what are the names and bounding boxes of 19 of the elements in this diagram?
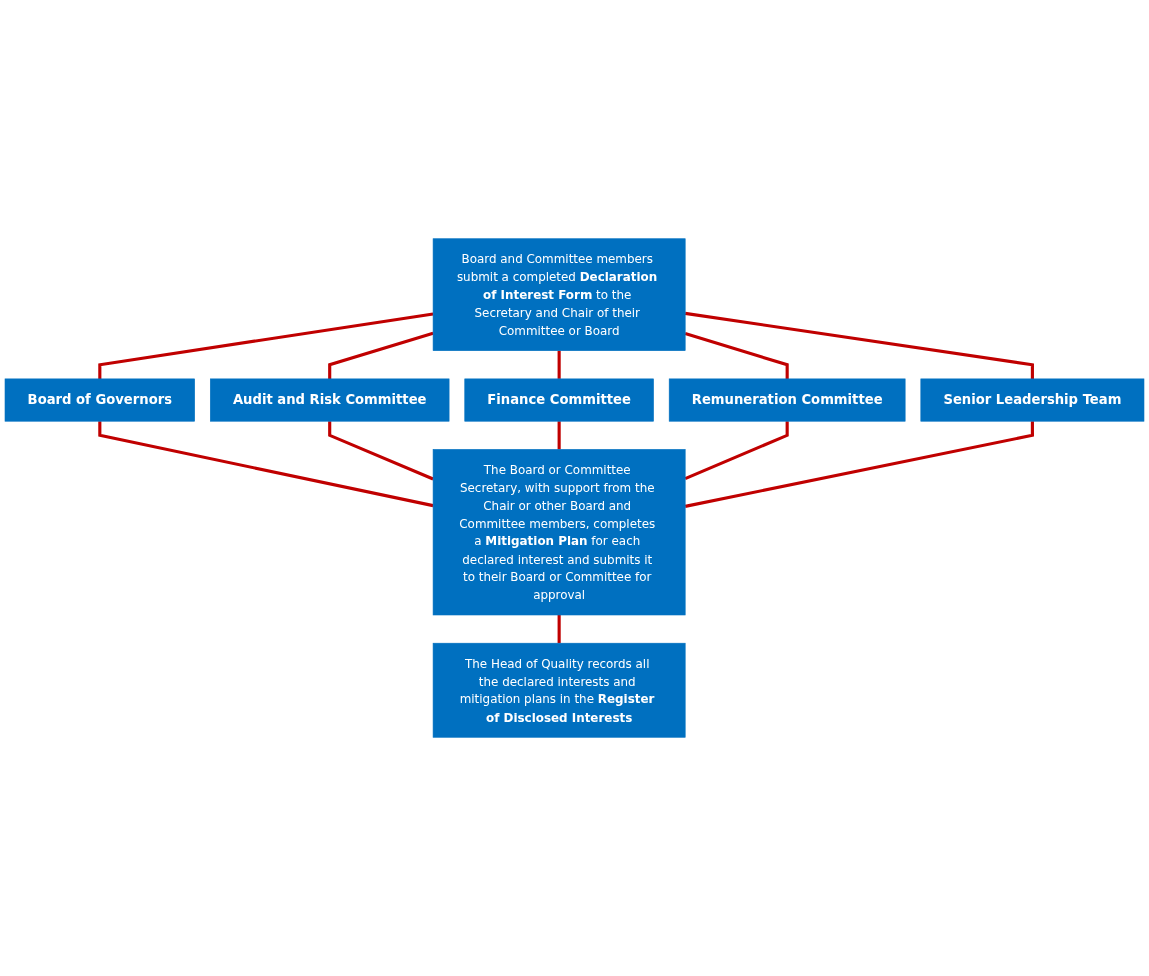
connector — [557, 421, 561, 450]
node-box: Board and Committee members submit a completed Declaration of Interest Form to the Secretary and Chair of their Committee or Board — [432, 238, 686, 351]
connector — [684, 421, 789, 481]
connector — [684, 331, 789, 379]
connector — [684, 311, 1034, 379]
connector — [328, 421, 434, 481]
connector — [557, 350, 561, 379]
connector — [684, 421, 1034, 508]
connector — [328, 331, 434, 379]
connector — [98, 421, 434, 508]
node-box: The Head of Quality records all the declared interests and mitigation plans in the Register of Disclosed Interests — [432, 642, 686, 738]
node-box: Board of Governors — [4, 378, 195, 422]
connector — [557, 615, 561, 644]
node-box: Audit and Risk Committee — [210, 378, 450, 422]
node-box: The Board or Committee Secretary, with support from the Chair or other Board and Committee members, completes a Mitigation Plan for each declared interest and submits it to their Board or Committee for approval — [432, 449, 686, 616]
node-box: Finance Committee — [464, 378, 654, 422]
connector — [98, 312, 434, 379]
node-box: Senior Leadership Team — [920, 378, 1145, 422]
node-box: Remuneration Committee — [668, 378, 906, 422]
